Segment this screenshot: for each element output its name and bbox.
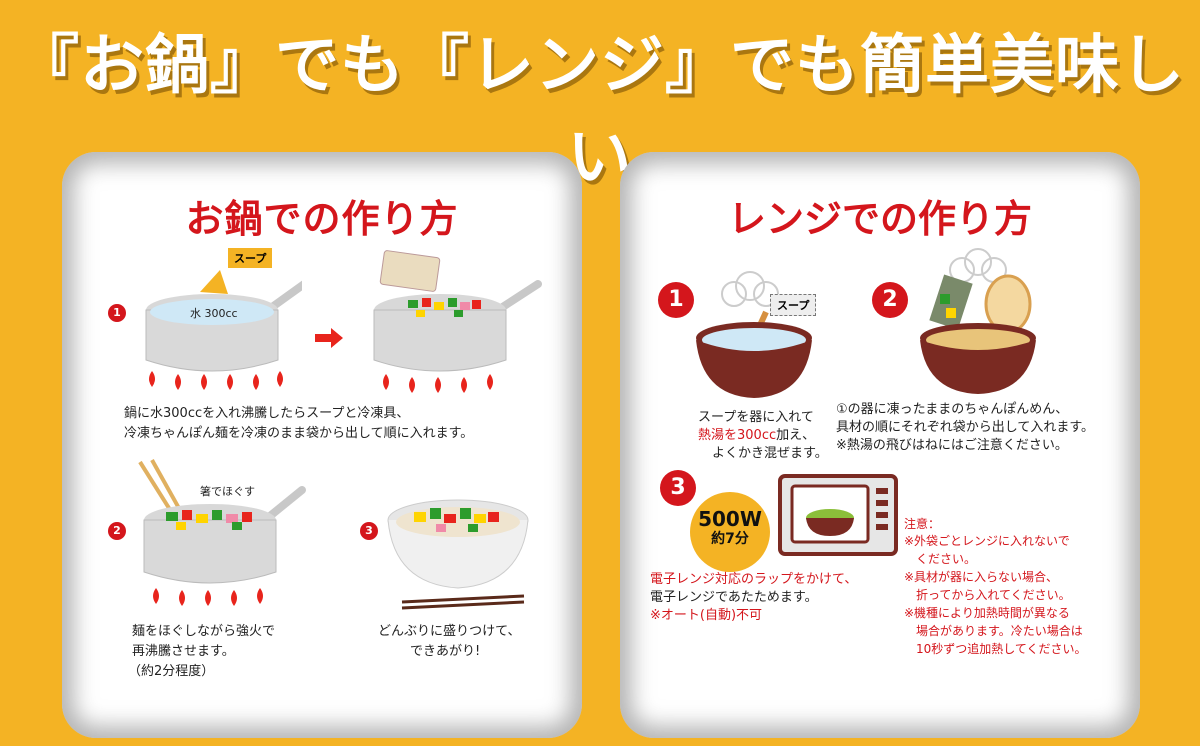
microwave-step-3-text-line-1: 電子レンジ対応のラップをかけて、 <box>650 572 858 587</box>
pot-with-ingredients-icon <box>373 250 542 393</box>
badge-time: 約7分 <box>711 531 749 547</box>
microwave-step-3-text-line-2: 電子レンジであたためます。 <box>650 590 818 605</box>
note-line-6: 場合があります。冷たい場合は <box>904 624 1083 638</box>
pot-step-3-text-line-1: どんぶりに盛りつけて、 <box>378 624 521 639</box>
note-line-7: 10秒ずつ追加熱してください。 <box>904 642 1087 656</box>
microwave-method-title: レンジでの作り方 <box>727 197 1032 241</box>
pot-step-1-text-line-2: 冷凍ちゃんぽん麺を冷凍のまま袋から出して順に入れます。 <box>124 426 474 441</box>
notes-title: 注意： <box>904 517 941 531</box>
pot-with-water-icon <box>145 270 302 390</box>
arrow-right-icon <box>315 328 343 348</box>
pot-step-1-number: 1 <box>108 304 126 322</box>
microwave-step-2-number: 2 <box>872 282 908 318</box>
pot-method-panel: お鍋での作り方 1 スープ 水 300cc <box>62 152 582 738</box>
microwave-step-2-text-line-2: 具材の順にそれぞれ袋から出して入れます。 <box>836 420 1095 435</box>
pot-method-title: お鍋での作り方 <box>185 197 459 241</box>
microwave-method-panel: レンジでの作り方 1 スープ スープを器に入れて 熱湯を300cc加え、 よくか… <box>620 152 1140 738</box>
pot-soup-tag: スープ <box>228 248 273 268</box>
microwave-time-badge: 500W 約7分 <box>690 492 770 572</box>
pot-step-2-text-line-1: 麺をほぐしながら強火で <box>132 624 276 639</box>
microwave-step-1-text-line-1: スープを器に入れて <box>698 410 814 425</box>
pot-step-3-text-line-2: できあがり! <box>410 644 481 659</box>
served-bowl-icon <box>387 499 529 610</box>
pot-step-2-number: 2 <box>108 522 126 540</box>
pot-water-label: 水 300cc <box>190 307 238 320</box>
note-line-4: 折ってから入れてください。 <box>904 588 1071 602</box>
bowl-with-noodles-icon <box>920 248 1036 394</box>
microwave-step-1-text-line-2: 熱湯を300cc加え、 <box>698 426 815 446</box>
pot-step-2-text-line-3: （約2分程度） <box>128 664 215 679</box>
note-line-2: ください。 <box>904 552 977 566</box>
pot-step-2-text-line-2: 再沸騰させます。 <box>132 644 235 659</box>
note-line-3: ※具材が器に入らない場合、 <box>904 570 1059 584</box>
note-line-1: ※外袋ごとレンジに入れないで <box>904 534 1070 548</box>
pot-step-3-number: 3 <box>360 522 378 540</box>
chopsticks-label: 箸でほぐす <box>200 485 255 498</box>
microwave-step-3-number: 3 <box>660 470 696 506</box>
pot-with-chopsticks-icon <box>138 459 306 606</box>
microwave-step-3-text-line-3: ※オート(自動)不可 <box>650 608 763 623</box>
badge-watt: 500W <box>698 507 762 531</box>
microwave-step-1-text-line-3: よくかき混ぜます。 <box>712 446 828 461</box>
microwave-icon <box>778 474 898 556</box>
microwave-step-2-text-line-3: ※熱湯の飛びはねにはご注意ください。 <box>836 438 1068 453</box>
microwave-soup-packet: スープ <box>770 294 817 316</box>
pot-step-1-text-line-1: 鍋に水300ccを入れ沸騰したらスープと冷凍具、 <box>124 406 410 421</box>
bowl-with-hot-water-icon <box>696 271 812 398</box>
microwave-step-1-text-highlight: 熱湯を300cc <box>698 428 777 443</box>
microwave-step-1-number: 1 <box>658 282 694 318</box>
note-line-5: ※機種により加熱時間が異なる <box>904 606 1070 620</box>
headline: 『お鍋』でも『レンジ』でも簡単美味しい <box>15 29 1185 195</box>
microwave-step-2-text-line-1: ①の器に凍ったままのちゃんぽんめん、 <box>836 402 1069 417</box>
microwave-step-1-text-rest: 加え、 <box>776 428 816 443</box>
